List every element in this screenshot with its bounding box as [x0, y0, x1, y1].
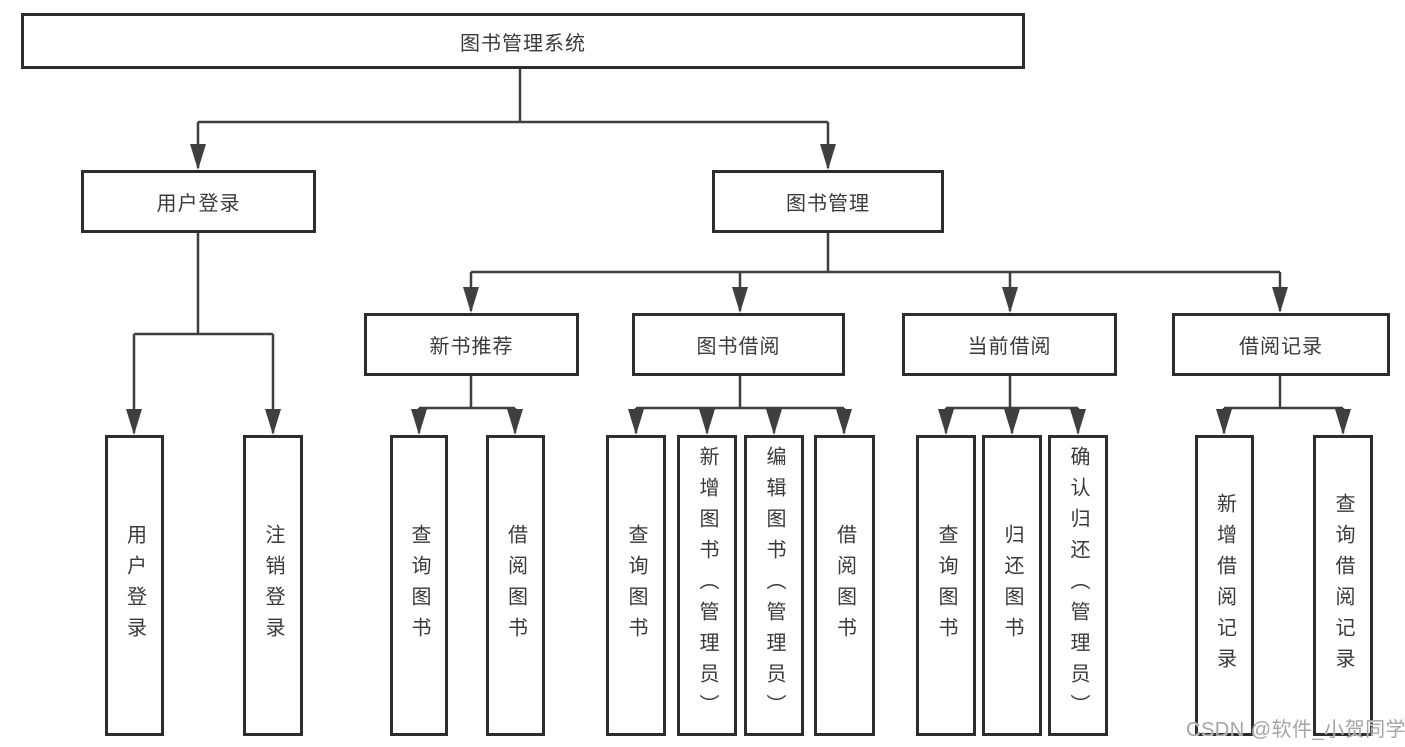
connector-book-borrow-to-leaves: [634, 376, 846, 433]
leaf-borrow-book-2: 借阅图书: [814, 435, 875, 736]
leaf-add-borrow-record: 新增借阅记录: [1195, 435, 1254, 736]
leaf-borrow-book-2-label: 借阅图书: [833, 523, 856, 648]
arrow-down-icon: [126, 144, 1351, 435]
node-book-borrow-label: 图书借阅: [696, 336, 781, 358]
node-book-borrow: 图书借阅: [632, 313, 845, 376]
connector-book-management-to-level3: [469, 233, 1282, 311]
node-user-login-label: 用户登录: [156, 193, 241, 215]
leaf-edit-book-admin: 编辑图书（管理员）: [744, 435, 804, 736]
leaf-borrow-book-1-label: 借阅图书: [504, 523, 527, 648]
leaf-query-borrow-record-label: 查询借阅记录: [1332, 492, 1354, 679]
node-book-management: 图书管理: [712, 170, 944, 233]
leaf-add-book-admin: 新增图书（管理员）: [677, 435, 737, 736]
connector-user-login-to-leaves: [132, 233, 275, 433]
leaf-edit-book-admin-label: 编辑图书（管理员）: [763, 446, 785, 725]
node-current-borrow: 当前借阅: [902, 313, 1117, 376]
leaf-query-book-3: 查询图书: [916, 435, 976, 736]
connector-borrow-record-to-leaves: [1222, 376, 1345, 433]
leaf-return-book: 归还图书: [982, 435, 1042, 736]
leaf-query-book-3-label: 查询图书: [935, 523, 957, 648]
leaf-borrow-book-1: 借阅图书: [486, 435, 545, 736]
node-root: 图书管理系统: [21, 13, 1025, 69]
leaf-return-book-label: 归还图书: [1001, 523, 1023, 648]
leaf-query-book-1-label: 查询图书: [408, 523, 430, 648]
csdn-watermark: CSDN @软件_小贺同学: [1186, 719, 1405, 741]
node-borrow-record: 借阅记录: [1172, 313, 1390, 376]
leaf-confirm-return-admin-label: 确认归还（管理员）: [1067, 446, 1089, 725]
connector-root-to-level2: [196, 69, 830, 168]
node-book-management-label: 图书管理: [786, 193, 870, 215]
node-user-login: 用户登录: [81, 170, 316, 233]
connector-new-book-to-leaves: [417, 376, 517, 433]
leaf-add-book-admin-label: 新增图书（管理员）: [696, 446, 718, 725]
node-current-borrow-label: 当前借阅: [967, 336, 1052, 358]
node-borrow-record-label: 借阅记录: [1239, 336, 1323, 358]
node-new-book-recommend-label: 新书推荐: [429, 336, 514, 358]
leaf-logout: 注销登录: [243, 435, 303, 736]
leaf-confirm-return-admin: 确认归还（管理员）: [1048, 435, 1108, 736]
leaf-logout-label: 注销登录: [262, 523, 284, 648]
leaf-query-borrow-record: 查询借阅记录: [1313, 435, 1373, 736]
node-new-book-recommend: 新书推荐: [364, 313, 579, 376]
leaf-query-book-1: 查询图书: [390, 435, 448, 736]
leaf-query-book-2: 查询图书: [606, 435, 666, 736]
leaf-user-login: 用户登录: [105, 435, 164, 736]
leaf-user-login-label: 用户登录: [123, 523, 146, 648]
leaf-query-book-2-label: 查询图书: [625, 523, 647, 648]
node-root-label: 图书管理系统: [460, 32, 586, 55]
leaf-add-borrow-record-label: 新增借阅记录: [1213, 492, 1236, 679]
